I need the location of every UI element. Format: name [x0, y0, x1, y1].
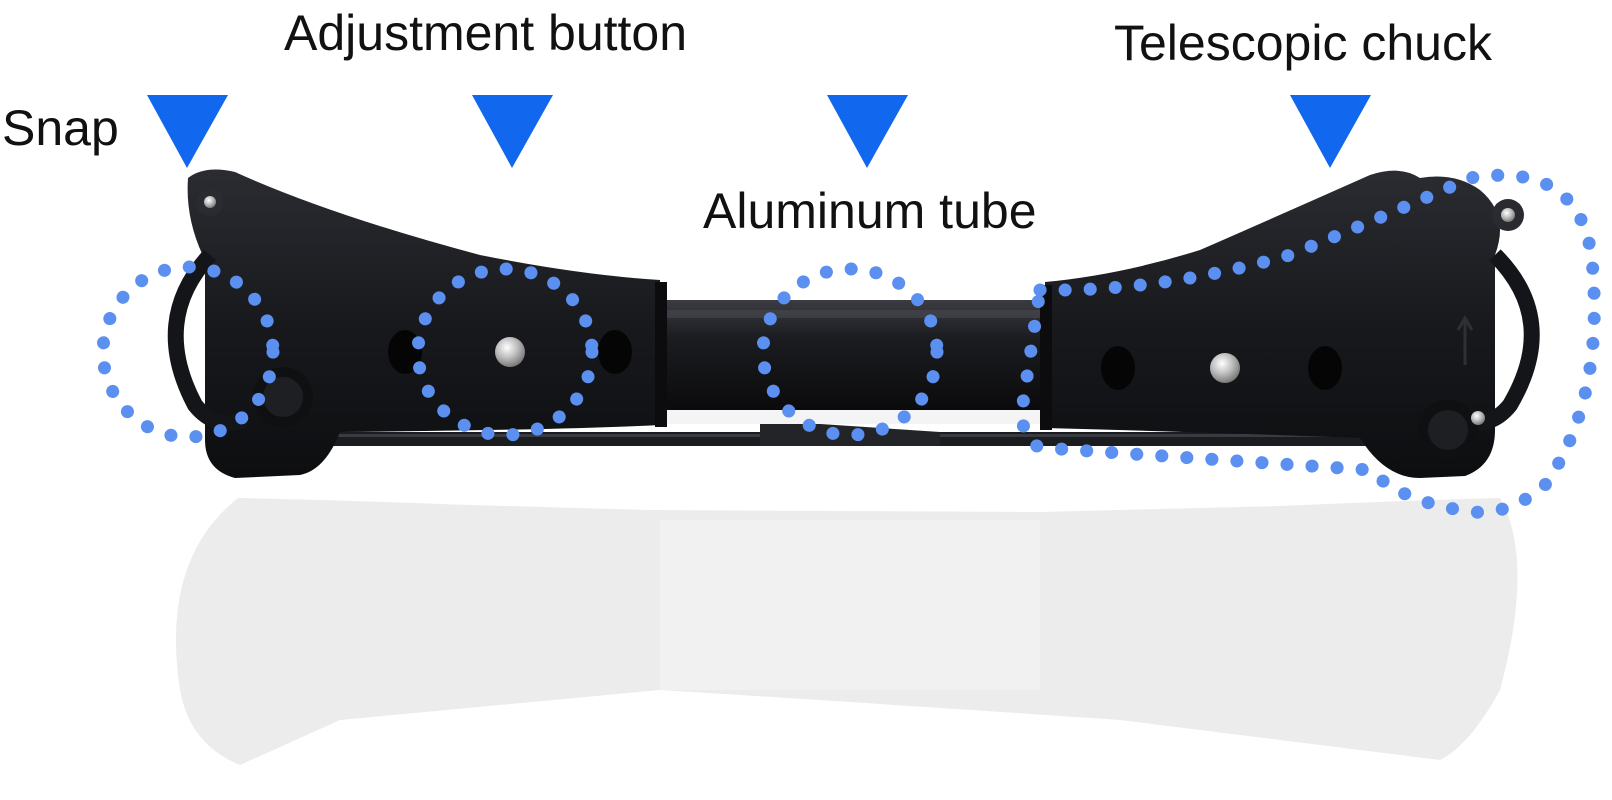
aluminum-tube-part: [645, 300, 1065, 410]
snap-label: Snap: [2, 100, 119, 156]
aluminum-tube-highlight-circle: [756, 262, 944, 442]
product-reflection: [175, 498, 1518, 765]
aluminum-tube-arrow-icon: [827, 95, 908, 168]
adjustment-button-highlight-circle: [411, 262, 599, 442]
telescopic-chuck-arrow-icon: [1290, 95, 1371, 168]
aluminum-tube-label: Aluminum tube: [703, 183, 1037, 239]
right-chuck-body: [1040, 170, 1540, 479]
telescopic-chuck-highlight-outline: [1016, 168, 1601, 519]
telescopic-chuck-label: Telescopic chuck: [1114, 15, 1492, 71]
left-chuck-body: [167, 169, 667, 479]
adjustment-button-label: Adjustment button: [284, 5, 688, 61]
luggage-bracket-product: [167, 169, 1540, 479]
snap-arrow-icon: [147, 95, 228, 168]
snap-highlight-circle: [96, 260, 280, 444]
adjustment-button-arrow-icon: [472, 95, 553, 168]
